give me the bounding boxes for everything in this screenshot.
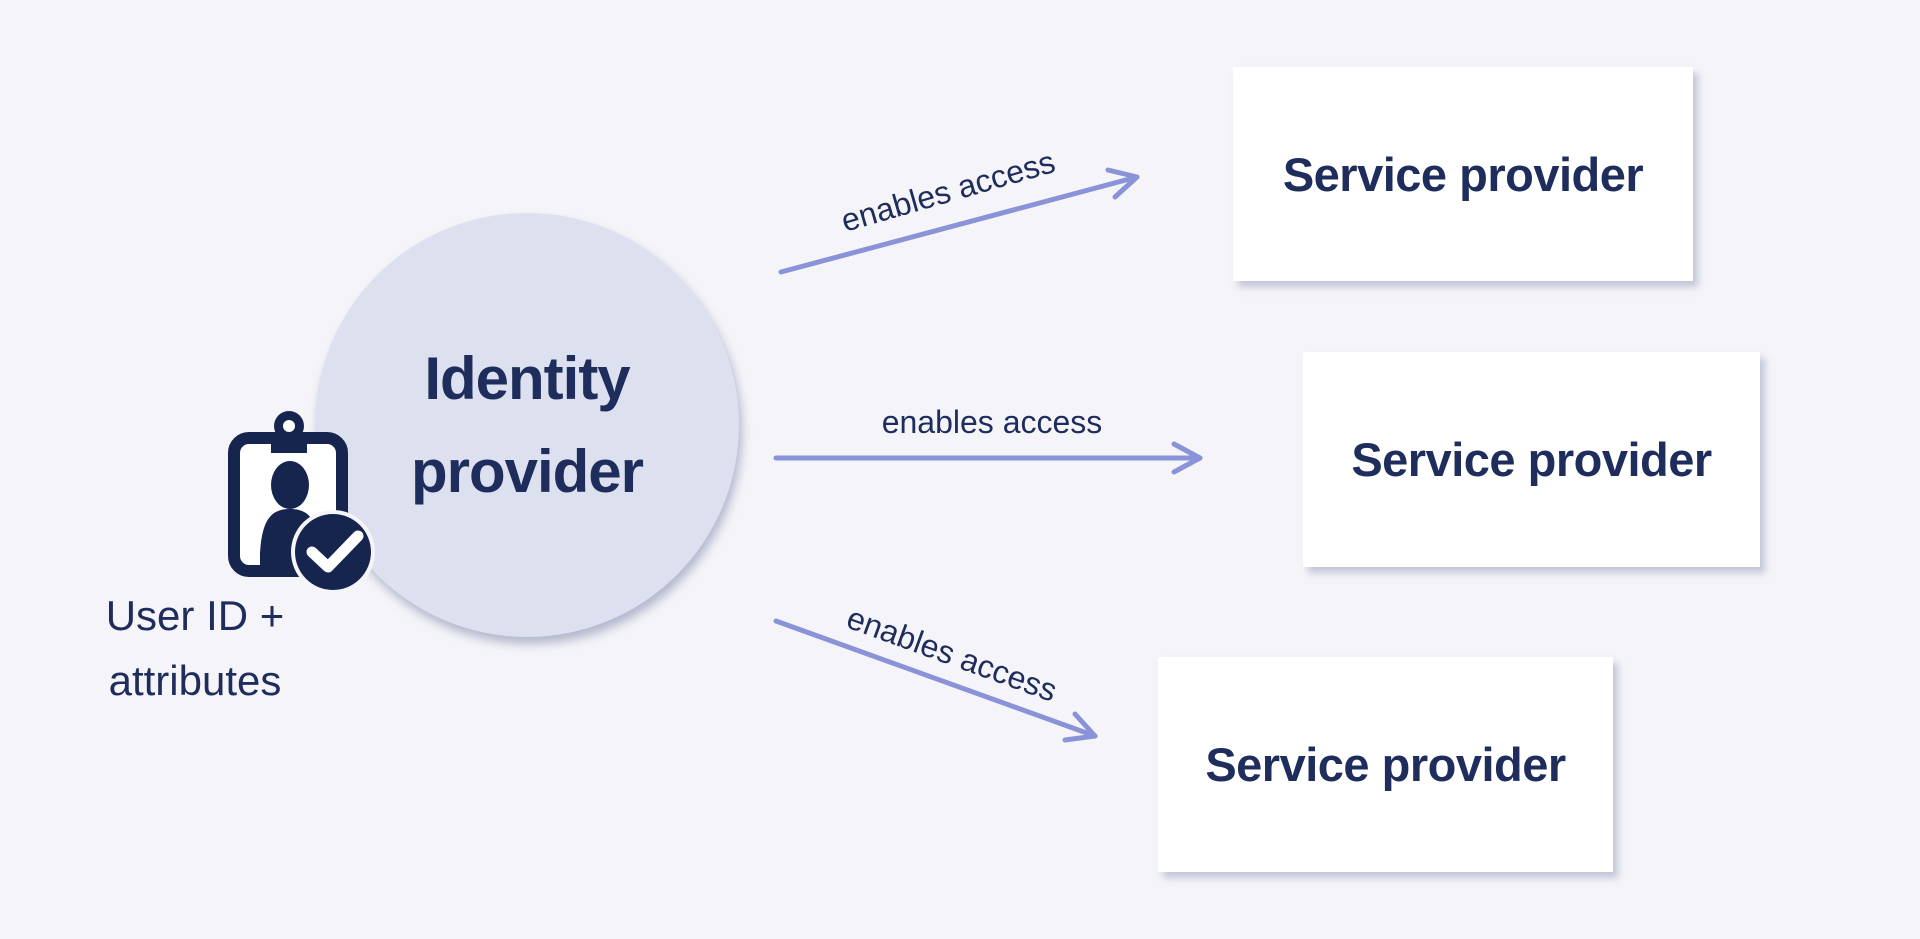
identity-provider-label: Identity provider	[410, 332, 644, 518]
arrow-label-top: enables access	[837, 143, 1059, 239]
arrow-label-middle: enables access	[881, 404, 1103, 440]
arrow-label-bottom: enables access	[842, 599, 1062, 709]
identity-provider-label-line1: Identity	[424, 345, 630, 412]
credential-caption-line1: User ID +	[105, 592, 285, 639]
service-provider-label: Service provider	[1351, 433, 1712, 486]
service-provider-label: Service provider	[1282, 147, 1644, 201]
identity-provider-node: Identity provider	[315, 213, 739, 637]
service-provider-node-3: Service provider	[1158, 657, 1613, 872]
arrow-middle	[773, 441, 1203, 475]
credential-caption: User ID + attributes	[58, 583, 332, 713]
service-provider-label: Service provider	[1205, 738, 1566, 791]
service-provider-node-1: Service provider	[1233, 67, 1693, 281]
service-provider-node-2: Service provider	[1303, 352, 1760, 567]
identity-provider-label-line2: provider	[410, 438, 644, 505]
credential-caption-line2: attributes	[108, 657, 282, 705]
id-badge-check-icon	[228, 411, 375, 594]
